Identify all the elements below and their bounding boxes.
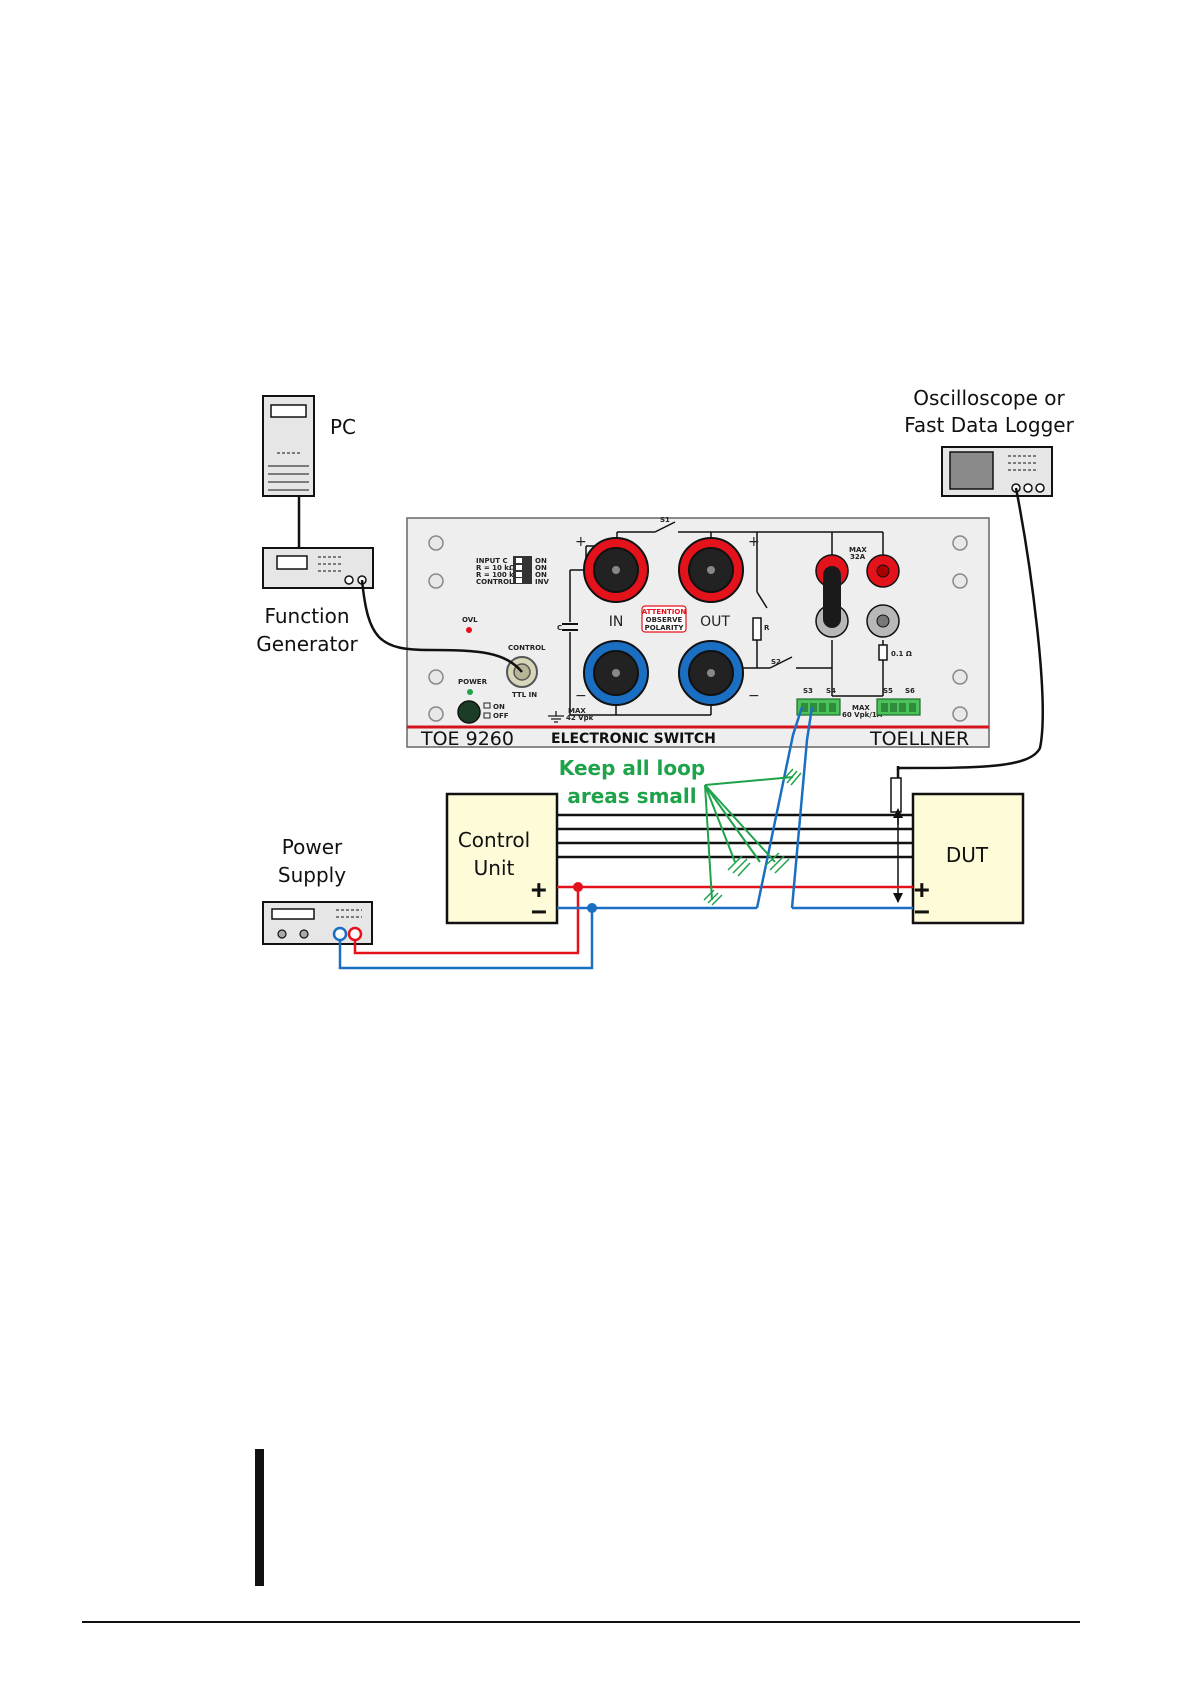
max-in-label-2: 42 Vpk [566,714,594,722]
in-minus-sign: − [575,688,587,704]
cap-label: C [557,624,562,632]
in-label: IN [609,614,624,630]
power-supply-minus-terminal[interactable] [332,926,348,942]
pc-device [262,395,315,497]
power-supply-label-1: Power [282,835,343,859]
s2-label: S2 [771,658,781,666]
control-unit-label-2: Unit [474,856,515,880]
dut-box [911,792,1025,925]
oscilloscope-device [941,446,1053,497]
loop-note-line-1: Keep all loop [559,756,705,780]
s6-label: S6 [905,687,915,695]
panel-brand: TOELLNER [869,728,969,750]
dut-label: DUT [946,843,989,867]
ovl-label: OVL [462,616,478,624]
control-label: CONTROL [508,644,546,652]
dut-plus: + [914,875,930,905]
oscilloscope-label-1: Oscilloscope or [913,386,1065,410]
supply-plus-wire [353,885,913,955]
power-led [467,689,473,695]
out-label: OUT [700,614,730,630]
function-generator-label-2: Generator [256,632,358,656]
panel-model: TOE 9260 [420,728,514,750]
panel-screws [428,535,968,722]
dip-state-1: ON [535,557,547,565]
dip-label-4: CONTROL [476,578,514,586]
out-minus-sign: − [748,688,760,704]
s4-label: S4 [826,687,836,695]
max-sense-label-1: MAX [852,704,870,712]
control-unit-label-1: Control [458,828,530,852]
function-generator-cable [360,579,523,673]
res-label: R [764,624,770,632]
power-supply-label-2: Supply [278,863,346,887]
power-supply-plus-terminal[interactable] [347,926,363,942]
control-signal-lines [557,813,913,859]
pc-label: PC [330,415,356,439]
power-label: POWER [458,678,488,686]
dip-label-3: R = 100 kΩ [476,571,520,579]
dut-minus: − [914,897,930,927]
control-unit-plus: + [531,875,547,905]
max-sense-label-2: 60 Vpk/1A [842,711,883,719]
power-on-label: ON [493,703,505,711]
out-plus-sign: + [748,534,760,550]
margin-bar [255,1449,264,1586]
attention-label-1: ATTENTION [642,608,687,616]
oscilloscope-cable [896,487,1044,771]
loop-area-arrows [704,776,794,901]
control-unit-minus: − [531,897,547,927]
attention-box [641,605,687,633]
dip-state-3: ON [535,571,547,579]
attention-label-3: POLARITY [645,624,685,632]
dip-label-2: R = 10 kΩ [476,564,515,572]
electronic-switch-panel: TOE 9260 ELECTRONIC SWITCH TOELLNER INPU… [406,516,990,750]
loop-note-line-2: areas small [567,784,696,808]
oscilloscope-label-2: Fast Data Logger [904,413,1074,437]
max-current-label-2: 32A [850,553,866,561]
control-unit-box [445,792,559,925]
loop-area-hatches [703,768,802,906]
function-generator-label-1: Function [264,604,349,628]
power-off-label: OFF [493,712,509,720]
panel-name: ELECTRONIC SWITCH [551,731,716,747]
ttl-in-label: TTL IN [512,691,537,699]
dip-switch[interactable] [513,556,532,584]
dip-state-4: INV [535,578,549,586]
s1-label: S1 [660,516,670,524]
s5-label: S5 [883,687,893,695]
dip-state-2: ON [535,564,547,572]
current-link-bar [823,566,841,628]
dip-label-1: INPUT C [476,557,508,565]
power-button[interactable] [457,700,481,724]
shunt-label: 0.1 Ω [891,650,912,658]
s3-label: S3 [803,687,813,695]
max-in-label-1: MAX [568,707,586,715]
in-plus-sign: + [575,534,587,550]
oscilloscope-probe [890,777,902,813]
max-current-label-1: MAX [849,546,867,554]
attention-label-2: OBSERVE [646,616,683,624]
ovl-led [466,627,472,633]
function-generator-device [262,547,374,589]
